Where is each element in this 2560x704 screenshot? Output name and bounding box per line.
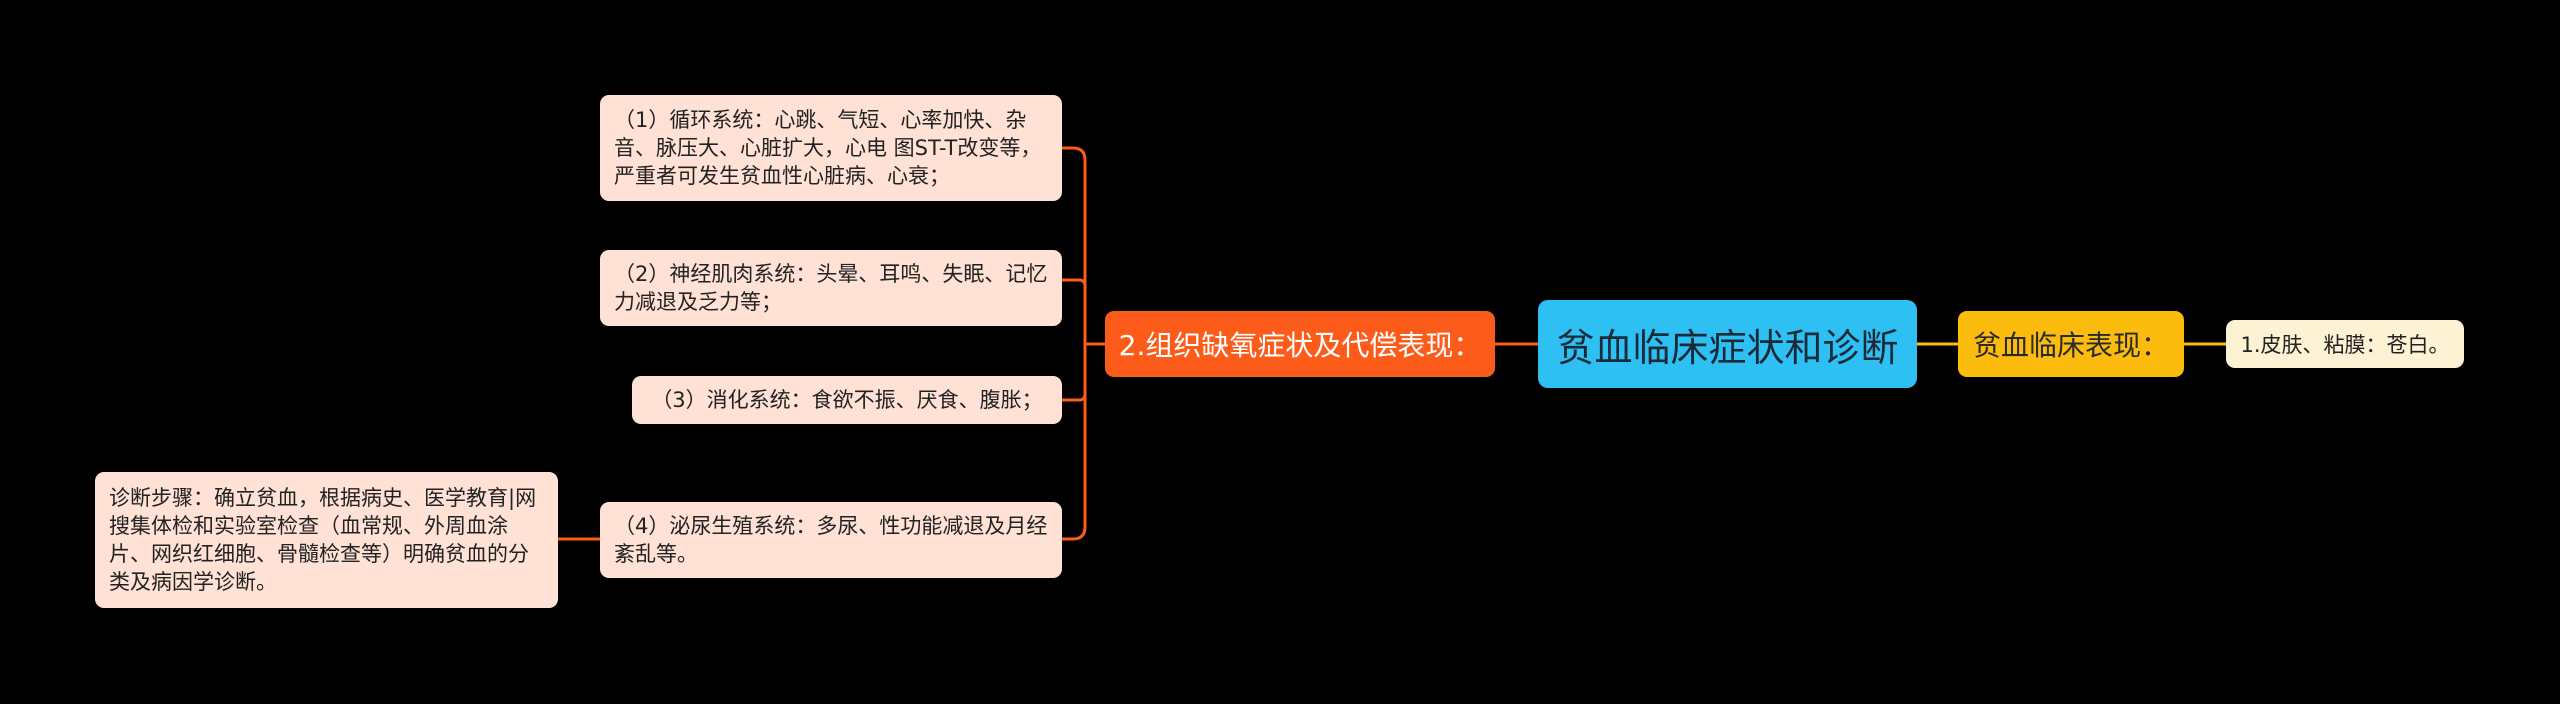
leaf-circulatory-system[interactable]: （1）循环系统：心跳、气短、心率加快、杂音、脉压大、心脏扩大，心电 图ST-T改… <box>600 95 1062 201</box>
leaf-neuromuscular-system-label: （2）神经肌肉系统：头晕、耳鸣、失眠、记忆力减退及乏力等； <box>614 262 1048 314</box>
leaf-urogenital-system[interactable]: （4）泌尿生殖系统：多尿、性功能减退及月经紊乱等。 <box>600 502 1062 578</box>
branch-clinical-presentation[interactable]: 贫血临床表现： <box>1958 311 2184 377</box>
leaf-digestive-system-label: （3）消化系统：食欲不振、厌食、腹胀； <box>651 388 1043 412</box>
leaf-diagnosis-steps-label: 诊断步骤：确立贫血，根据病史、医学教育|网搜集体检和实验室检查（血常规、外周血涂… <box>109 486 537 594</box>
branch-tissue-hypoxia-label: 2.组织缺氧症状及代偿表现： <box>1118 329 1482 362</box>
leaf-digestive-system[interactable]: （3）消化系统：食欲不振、厌食、腹胀； <box>632 376 1062 424</box>
root-node[interactable]: 贫血临床症状和诊断 <box>1538 300 1917 388</box>
leaf-urogenital-system-label: （4）泌尿生殖系统：多尿、性功能减退及月经紊乱等。 <box>614 514 1048 566</box>
branch-clinical-presentation-label: 贫血临床表现： <box>1972 329 2169 362</box>
leaf-diagnosis-steps[interactable]: 诊断步骤：确立贫血，根据病史、医学教育|网搜集体检和实验室检查（血常规、外周血涂… <box>95 472 558 608</box>
connector-hypoxia-to-leaves <box>1062 146 1105 541</box>
leaf-neuromuscular-system[interactable]: （2）神经肌肉系统：头晕、耳鸣、失眠、记忆力减退及乏力等； <box>600 250 1062 326</box>
leaf-skin-mucosa-label: 1.皮肤、粘膜：苍白。 <box>2240 333 2450 357</box>
leaf-skin-mucosa[interactable]: 1.皮肤、粘膜：苍白。 <box>2226 320 2464 368</box>
branch-tissue-hypoxia[interactable]: 2.组织缺氧症状及代偿表现： <box>1105 311 1495 377</box>
leaf-circulatory-system-label: （1）循环系统：心跳、气短、心率加快、杂音、脉压大、心脏扩大，心电 图ST-T改… <box>614 108 1042 188</box>
root-label: 贫血临床症状和诊断 <box>1556 325 1899 370</box>
